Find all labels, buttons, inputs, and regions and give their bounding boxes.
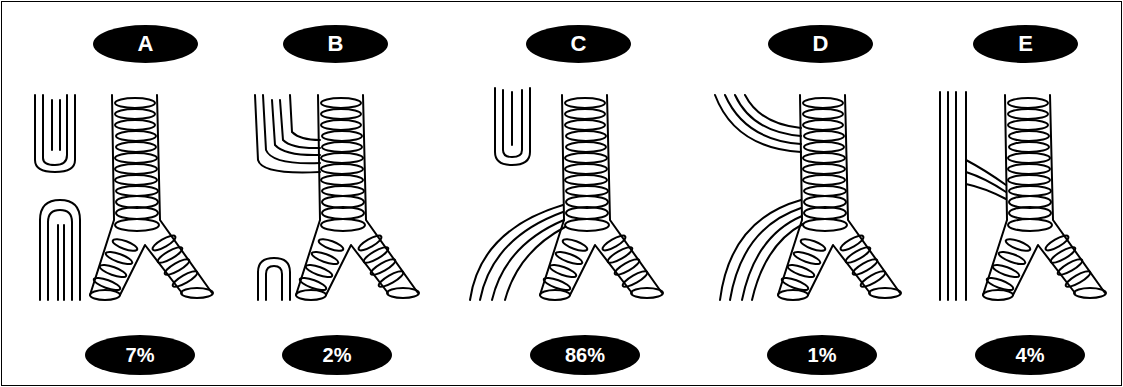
esophagus-upper-pouch	[495, 88, 530, 165]
type-letter: E	[1018, 31, 1033, 57]
trachea-sketch	[296, 95, 419, 300]
trachea-sketch	[778, 95, 901, 300]
type-letter: C	[571, 31, 587, 57]
esophagus-continuous	[940, 92, 966, 300]
h-type-fistula	[966, 160, 1006, 199]
esophagus-lower-pouch	[258, 258, 290, 300]
type-letter: A	[138, 31, 154, 57]
type-letter: B	[328, 31, 344, 57]
trachea-sketch	[540, 95, 663, 300]
label-ellipse: 2%	[282, 335, 392, 375]
label-ellipse: A	[93, 25, 198, 63]
label-ellipse: B	[283, 25, 388, 63]
label-ellipse: 86%	[530, 335, 640, 375]
percentage-value: 1%	[808, 344, 837, 367]
esophagus-lower-fistula	[720, 200, 803, 300]
label-ellipse: 7%	[85, 335, 195, 375]
esophagus-upper-fistula	[715, 95, 801, 152]
label-ellipse: E	[973, 25, 1078, 63]
trachea-sketch	[90, 95, 213, 300]
percentage-value: 2%	[323, 344, 352, 367]
label-ellipse: D	[768, 25, 873, 63]
label-ellipse: 1%	[767, 335, 877, 375]
esophagus-upper-pouch	[35, 95, 75, 172]
esophagus-upper-fistula	[255, 95, 320, 173]
label-ellipse: 4%	[975, 335, 1085, 375]
esophagus-lower-pouch	[40, 200, 80, 300]
percentage-value: 86%	[565, 344, 605, 367]
label-ellipse: C	[526, 25, 631, 63]
percentage-value: 4%	[1016, 344, 1045, 367]
percentage-value: 7%	[126, 344, 155, 367]
type-letter: D	[813, 31, 829, 57]
esophagus-lower-fistula	[470, 205, 565, 300]
